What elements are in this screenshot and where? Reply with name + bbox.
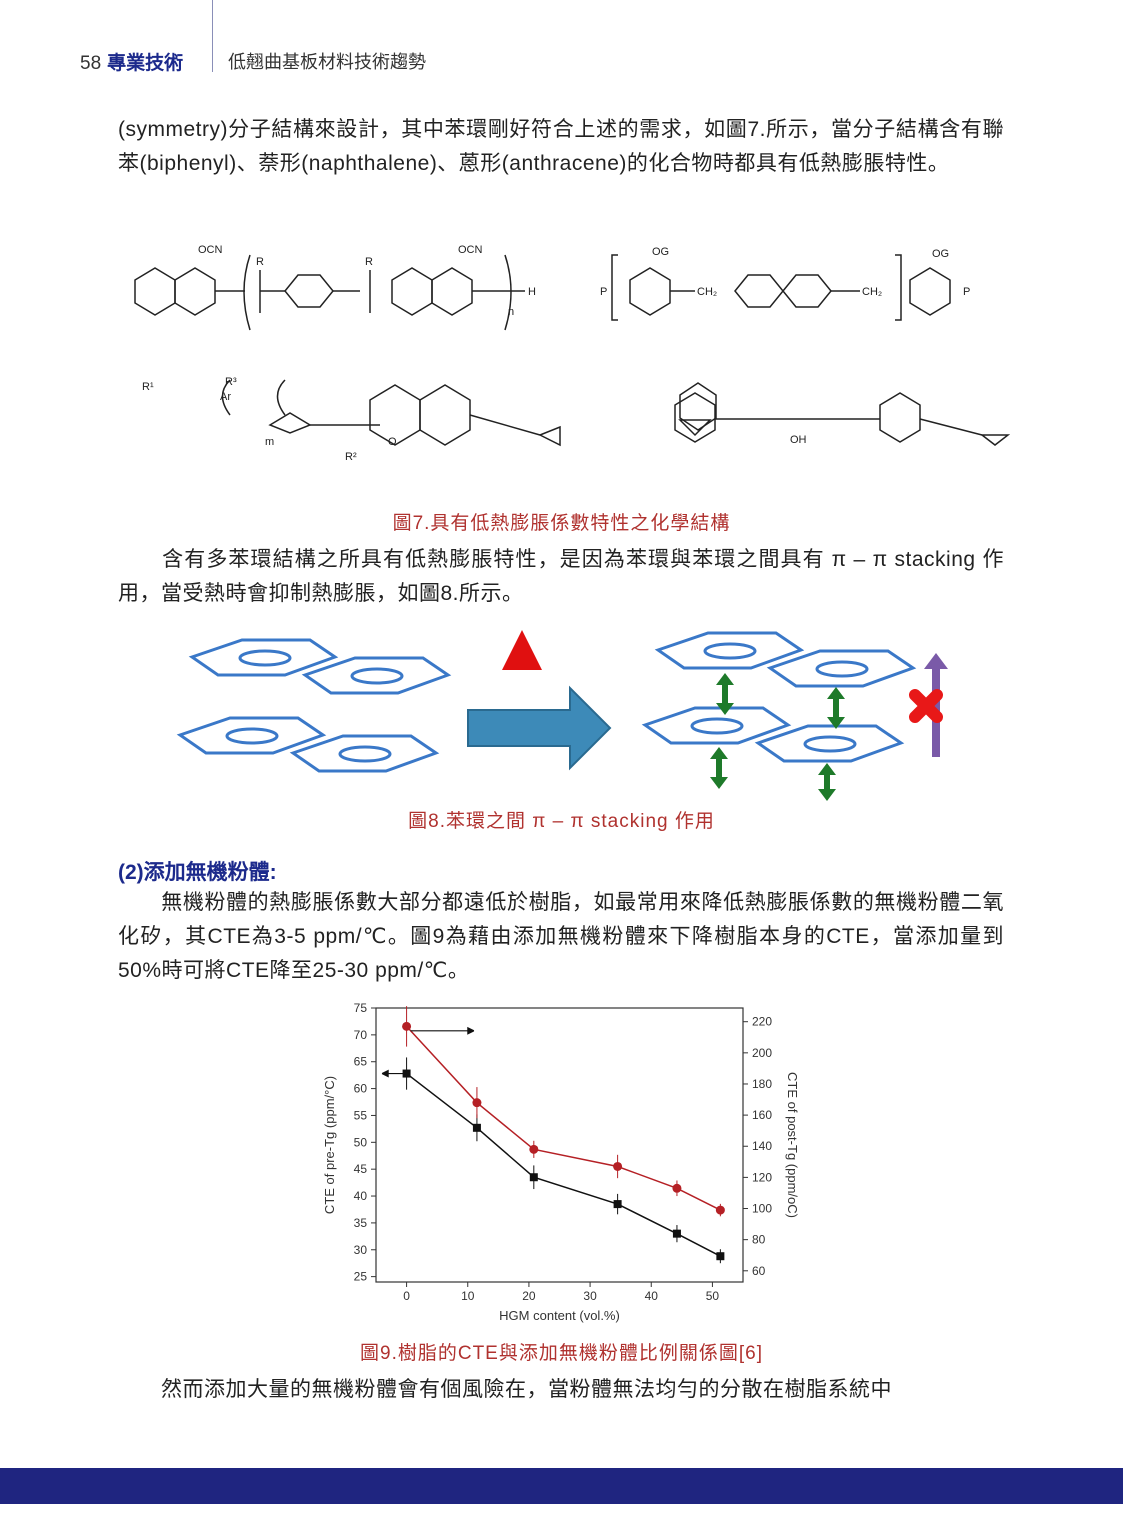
label-r1: R¹ — [142, 381, 154, 393]
label-o: O — [388, 436, 397, 448]
y-tick-label: 25 — [354, 1270, 368, 1284]
data-point-pre-Tg — [472, 1123, 481, 1132]
data-point-pre-Tg — [529, 1173, 538, 1182]
label-h: H — [528, 286, 536, 298]
figure9-cte-chart: 0 10 20 30 40 50 25 30 35 40 45 50 55 60 65 70 75 60 80 100… — [322, 1001, 800, 1323]
paragraph-1: (symmetry)分子結構來設計，其中苯環剛好符合上述的需求，如圖7.所示，當… — [118, 118, 1004, 175]
right-axis-indicator-arrow — [410, 1026, 475, 1035]
article-title: 低翹曲基板材料技術趨勢 — [228, 52, 426, 72]
label-ch2-2: CH₂ — [862, 286, 882, 298]
x-tick-label: 30 — [583, 1289, 597, 1303]
label-r: R — [256, 256, 264, 268]
header-divider — [212, 0, 213, 72]
y2-tick-label: 60 — [752, 1264, 766, 1278]
data-point-post-Tg — [402, 1021, 412, 1031]
data-point-post-Tg — [613, 1161, 623, 1171]
label-ch2: CH₂ — [697, 286, 717, 298]
figure8-caption: 圖8.苯環之間 π – π stacking 作用 — [408, 811, 715, 832]
y-tick-label: 70 — [354, 1028, 368, 1042]
data-point-pre-Tg — [716, 1252, 725, 1261]
figure7-structures: OCN OCN R R H n OG OG P P CH₂ CH₂ R¹ Ar … — [134, 244, 1010, 463]
y2-tick-label: 100 — [752, 1202, 772, 1216]
heat-triangle-icon — [502, 630, 542, 670]
x-tick-label: 50 — [706, 1289, 720, 1303]
label-r2: R² — [345, 451, 357, 463]
page-number: 58 — [80, 53, 102, 74]
y2-tick-label: 140 — [752, 1139, 772, 1153]
label-r-2: R — [365, 256, 373, 268]
label-ocn: OCN — [198, 244, 223, 256]
label-ar: Ar — [220, 391, 231, 403]
series-line-post-Tg — [406, 1025, 721, 1211]
label-oh: OH — [790, 434, 807, 446]
label-n: n — [508, 306, 514, 318]
data-point-post-Tg — [715, 1205, 725, 1215]
y-tick-label: 40 — [354, 1189, 368, 1203]
compression-arrows — [710, 673, 845, 801]
figure8-stacking-diagram — [176, 630, 948, 801]
x-tick-label: 0 — [403, 1289, 410, 1303]
x-tick-label: 10 — [461, 1289, 475, 1303]
expansion-arrow-icon — [924, 653, 948, 757]
series-line-pre-Tg — [406, 1072, 721, 1257]
y-axis-label: CTE of pre-Tg (ppm/°C) — [322, 1076, 337, 1214]
data-point-post-Tg — [472, 1098, 482, 1108]
y-tick-label: 60 — [354, 1082, 368, 1096]
x-axis-label: HGM content (vol.%) — [499, 1308, 620, 1323]
label-r3: R³ — [225, 376, 237, 388]
plot-frame — [375, 1007, 744, 1283]
footer-bar — [0, 1468, 1123, 1504]
figure9-caption: 圖9.樹脂的CTE與添加無機粉體比例關係圖[6] — [360, 1343, 763, 1364]
label-p-2: P — [963, 286, 970, 298]
y-tick-label: 55 — [354, 1108, 368, 1122]
y2-tick-label: 180 — [752, 1077, 772, 1091]
x-tick-label: 20 — [522, 1289, 536, 1303]
data-point-pre-Tg — [402, 1069, 411, 1078]
data-point-post-Tg — [529, 1144, 539, 1154]
y2-tick-label: 80 — [752, 1233, 766, 1247]
right-arrow-icon — [467, 685, 612, 771]
left-axis-indicator-arrow — [381, 1069, 407, 1078]
y-tick-label: 45 — [354, 1162, 368, 1176]
data-point-pre-Tg — [613, 1200, 622, 1209]
y-tick-label: 65 — [354, 1055, 368, 1069]
y2-axis-label: CTE of post-Tg (ppm/oC) — [785, 1072, 800, 1218]
section-heading: (2)添加無機粉體: — [118, 861, 277, 884]
x-tick-label: 40 — [645, 1289, 659, 1303]
y-tick-label: 35 — [354, 1216, 368, 1230]
y2-tick-label: 220 — [752, 1015, 772, 1029]
blocked-x-icon — [909, 689, 943, 723]
paragraph-4: 然而添加大量的無機粉體會有個風險在，當粉體無法均勻的分散在樹脂系統中 — [118, 1378, 892, 1401]
data-point-pre-Tg — [672, 1229, 681, 1238]
label-m: m — [265, 436, 274, 448]
label-p: P — [600, 286, 607, 298]
paragraph-3: 無機粉體的熱膨脹係數大部分都遠低於樹脂，如最常用來降低熱膨脹係數的無機粉體二氧化… — [118, 891, 1004, 982]
y-tick-label: 30 — [354, 1243, 368, 1257]
label-og: OG — [652, 246, 669, 258]
paragraph-2: 含有多苯環結構之所具有低熱膨脹特性，是因為苯環與苯環之間具有 π – π sta… — [118, 548, 1004, 605]
y-tick-label: 75 — [354, 1001, 368, 1015]
label-og-2: OG — [932, 248, 949, 260]
label-ocn-2: OCN — [458, 244, 483, 256]
y2-tick-label: 160 — [752, 1108, 772, 1122]
figure7-caption: 圖7.具有低熱膨脹係數特性之化學結構 — [392, 513, 731, 534]
y2-tick-label: 120 — [752, 1170, 772, 1184]
data-point-post-Tg — [672, 1183, 682, 1193]
section-name: 專業技術 — [107, 53, 184, 74]
y2-tick-label: 200 — [752, 1046, 772, 1060]
y-tick-label: 50 — [354, 1135, 368, 1149]
